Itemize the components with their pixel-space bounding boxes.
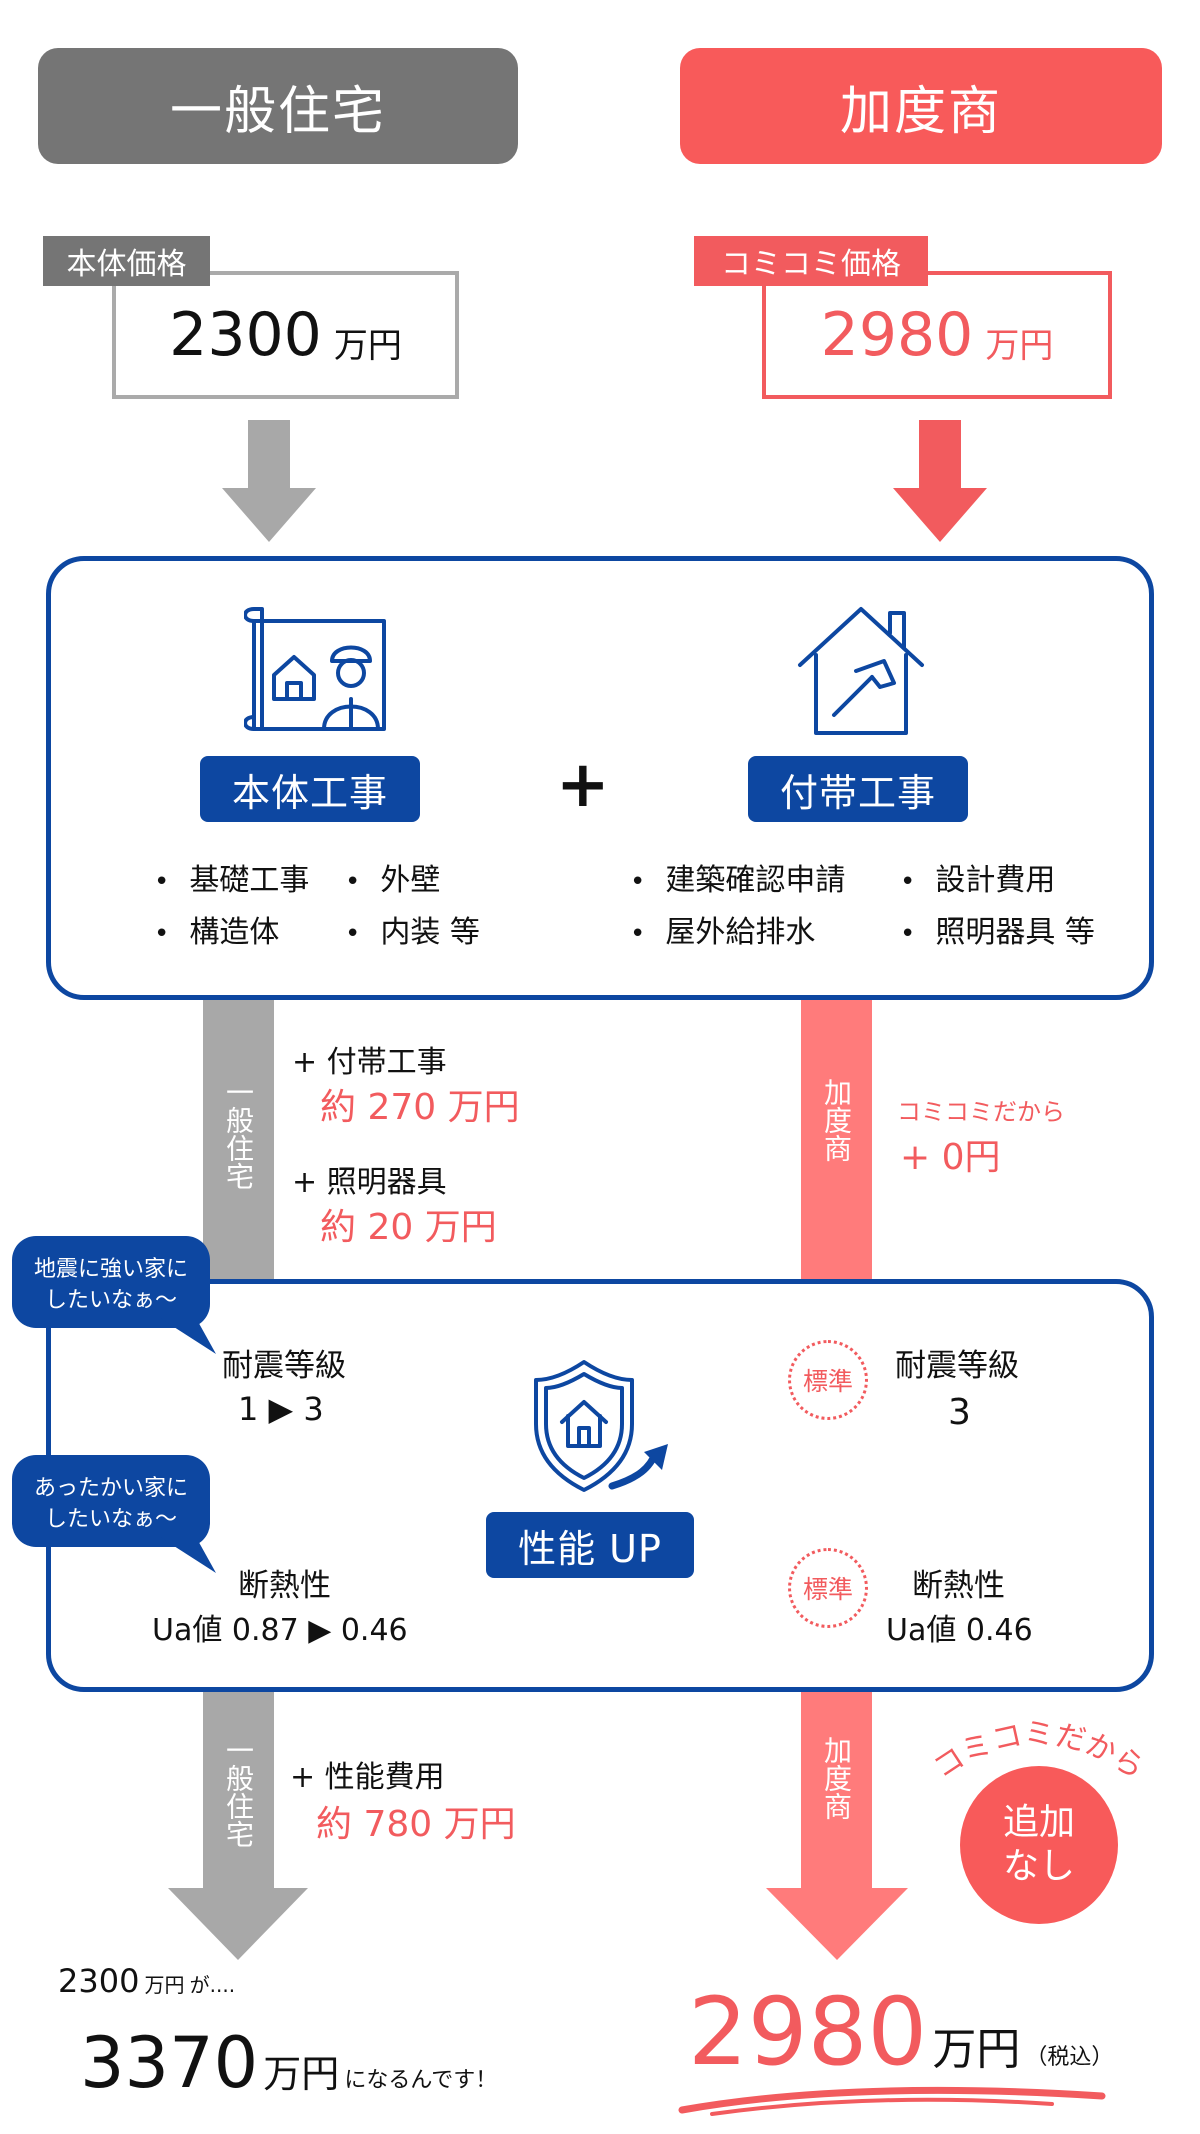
zero-extra-value: + 0円 [900, 1137, 1001, 1178]
base-price-unit: 万円 [333, 325, 402, 366]
insulation-left-value: Ua値 0.87 ▶ 0.46 [152, 1613, 408, 1648]
sub-item-lighting: 照明器具 等 [900, 907, 1095, 951]
down-arrow-icon-gray [222, 420, 316, 542]
flow-bar-general-2 [203, 1690, 274, 1890]
add-lighting-label: + 照明器具 [292, 1165, 447, 1200]
insulation-title-right: 断熱性 [912, 1568, 1005, 1604]
sub-item-plumbing: 屋外給排水 [630, 907, 815, 951]
all-in-price-unit: 万円 [985, 325, 1054, 366]
architect-blueprint-icon [244, 607, 386, 731]
header-general-housing: 一般住宅 [38, 48, 518, 164]
result-general-total: 3370 万円 になるんです！ [80, 2022, 498, 2104]
speech-bubble-warm-house: あったかい家に したいなぁ～ [12, 1455, 210, 1547]
flow-bar-general-2-label: 一般住宅 [222, 1736, 255, 1848]
flow-bar-general-1 [203, 998, 274, 1282]
performance-up-label: 性能 UP [486, 1512, 694, 1578]
base-price-tag: 本体価格 [43, 236, 210, 286]
base-price-value: 2300 [169, 300, 322, 370]
main-construction-label: 本体工事 [200, 756, 420, 822]
main-item-exterior: 外壁 [345, 855, 440, 899]
result-from-line: 2300 万円 が.... [58, 1962, 236, 2000]
main-item-structure: 構造体 [154, 907, 279, 951]
main-item-interior: 内装 等 [345, 907, 480, 951]
add-lighting-value: 約 20 万円 [320, 1207, 497, 1248]
ancillary-construction-label: 付帯工事 [748, 756, 968, 822]
quake-grade-right-value: 3 [948, 1392, 971, 1433]
down-arrow-icon-red [893, 420, 987, 542]
flow-bar-general-1-label: 一般住宅 [222, 1078, 255, 1190]
main-item-foundation: 基礎工事 [154, 855, 309, 899]
quake-grade-title-right: 耐震等級 [895, 1348, 1019, 1384]
down-arrow-icon-gray-2 [168, 1888, 308, 1960]
standard-badge-quake: 標準 [788, 1340, 868, 1420]
bubble-tail-1 [160, 1318, 216, 1354]
insulation-right-value: Ua値 0.46 [886, 1613, 1033, 1648]
sub-item-permit: 建築確認申請 [630, 855, 845, 899]
result-kadosho-total: 2980 万円 （税込） [688, 1978, 1114, 2087]
no-extra-circle: 追加 なし [960, 1766, 1118, 1924]
standard-badge-insulation: 標準 [788, 1548, 868, 1628]
shield-house-icon [534, 1360, 668, 1492]
add-performance-value: 約 780 万円 [316, 1804, 516, 1845]
house-hammer-icon [798, 607, 924, 735]
down-arrow-icon-pink-2 [766, 1888, 908, 1960]
plus-sign: + [556, 748, 610, 822]
all-in-price-box: 2980 万円 [762, 271, 1112, 399]
flow-bar-kadosho-1 [801, 998, 872, 1282]
flow-bar-kadosho-1-label: 加度商 [820, 1078, 853, 1162]
add-performance-label: + 性能費用 [290, 1760, 445, 1795]
header-kadosho: 加度商 [680, 48, 1162, 164]
flow-bar-kadosho-2 [801, 1690, 872, 1890]
add-ancillary-label: + 付帯工事 [292, 1045, 447, 1080]
quake-grade-title-left: 耐震等級 [222, 1348, 346, 1384]
all-in-price-value: 2980 [820, 300, 974, 370]
all-in-note: コミコミだから [897, 1098, 1065, 1126]
flow-bar-kadosho-2-label: 加度商 [820, 1736, 853, 1820]
all-in-price-tag: コミコミ価格 [694, 236, 928, 286]
insulation-title-left: 断熱性 [238, 1568, 331, 1604]
quake-grade-left-value: 1 ▶ 3 [238, 1390, 324, 1428]
base-price-box: 2300 万円 [112, 271, 459, 399]
underline-swoosh [678, 2086, 1106, 2116]
sub-item-design-fee: 設計費用 [900, 855, 1055, 899]
bubble-tail-2 [160, 1537, 216, 1573]
speech-bubble-earthquake: 地震に強い家に したいなぁ～ [12, 1236, 210, 1328]
add-ancillary-value: 約 270 万円 [320, 1087, 520, 1128]
